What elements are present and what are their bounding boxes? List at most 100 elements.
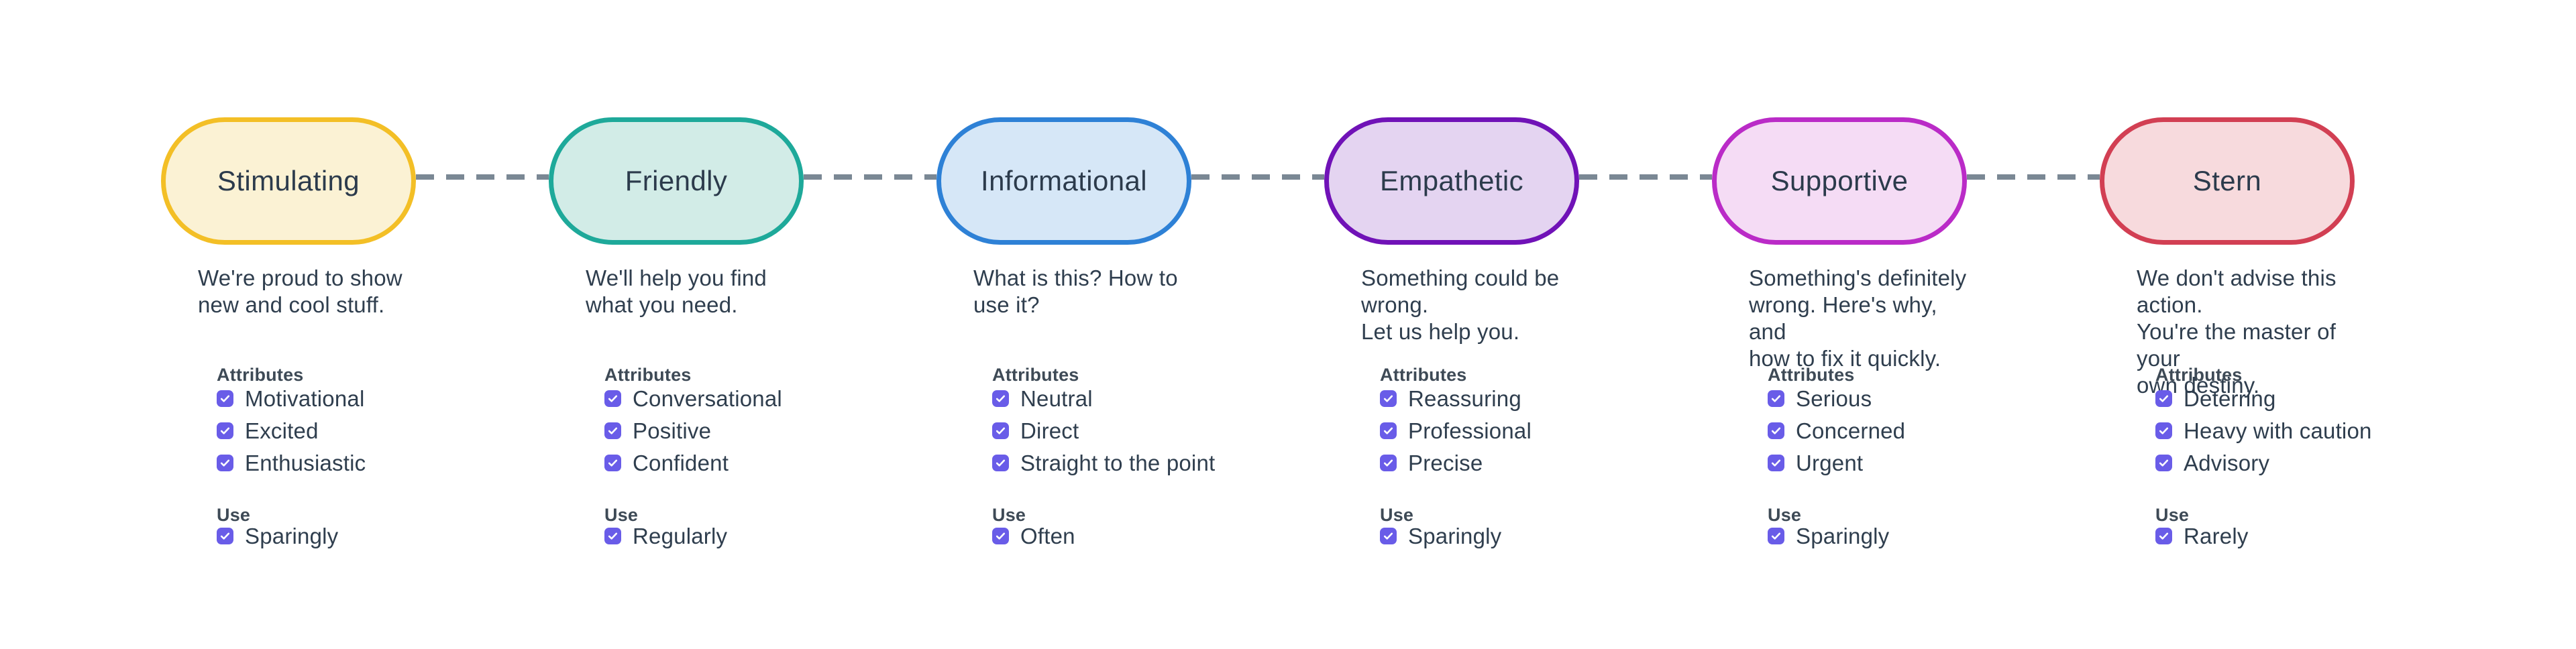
tone-description: We'll help you find what you need. — [586, 266, 767, 317]
attribute-row[interactable]: Confident — [604, 451, 804, 475]
attribute-row[interactable]: Excited — [217, 418, 416, 443]
checkbox-checked-icon[interactable] — [1380, 390, 1397, 407]
attributes-heading: Attributes — [2155, 365, 2243, 385]
use-heading: Use — [1380, 505, 1414, 525]
tone-description: We're proud to show new and cool stuff. — [198, 266, 402, 317]
checkbox-checked-icon[interactable] — [2155, 455, 2172, 471]
checkmark-icon — [1771, 395, 1781, 402]
attribute-row[interactable]: Motivational — [217, 386, 416, 411]
use-row[interactable]: Sparingly — [1768, 524, 1967, 548]
checkmark-icon — [1383, 427, 1393, 434]
tone-pill-label: Supportive — [1770, 165, 1909, 196]
attribute-row[interactable]: Enthusiastic — [217, 451, 416, 475]
checkmark-icon — [608, 532, 618, 540]
checkbox-label: Excited — [245, 418, 319, 443]
checkbox-checked-icon[interactable] — [217, 528, 233, 544]
use-row[interactable]: Sparingly — [1380, 524, 1579, 548]
tone-pill-label: Informational — [981, 165, 1147, 196]
checkmark-icon — [1383, 532, 1393, 540]
use-row[interactable]: Sparingly — [217, 524, 416, 548]
checkbox-checked-icon[interactable] — [992, 455, 1009, 471]
checkbox-label: Urgent — [1796, 450, 1864, 475]
checkbox-checked-icon[interactable] — [1768, 455, 1784, 471]
checkbox-checked-icon[interactable] — [217, 422, 233, 439]
attributes-rows: Reassuring Professional Precise — [1380, 386, 1579, 475]
use-heading: Use — [1768, 505, 1802, 525]
attribute-row[interactable]: Urgent — [1768, 451, 1967, 475]
checkbox-checked-icon[interactable] — [217, 455, 233, 471]
tone-pill: Stern — [2100, 117, 2355, 245]
attribute-row[interactable]: Straight to the point — [992, 451, 1215, 475]
attributes-rows: Serious Concerned Urgent — [1768, 386, 1967, 475]
checkmark-icon — [1383, 459, 1393, 467]
checkbox-label: Precise — [1408, 450, 1483, 475]
checkbox-checked-icon[interactable] — [1380, 422, 1397, 439]
checkbox-checked-icon[interactable] — [992, 422, 1009, 439]
checkbox-label: Sparingly — [245, 523, 339, 548]
checkbox-label: Regularly — [633, 523, 728, 548]
attribute-row[interactable]: Positive — [604, 418, 804, 443]
checkbox-label: Direct — [1020, 418, 1079, 443]
tone-column: Friendly We'll help you find what you ne… — [549, 117, 936, 548]
checkbox-label: Concerned — [1796, 418, 1906, 443]
connector-line — [1967, 174, 2100, 180]
checkbox-checked-icon[interactable] — [1380, 455, 1397, 471]
checkbox-checked-icon[interactable] — [2155, 390, 2172, 407]
checkmark-icon — [608, 395, 618, 402]
checkmark-icon — [220, 395, 230, 402]
checkmark-icon — [220, 427, 230, 434]
checkbox-checked-icon[interactable] — [992, 528, 1009, 544]
checkbox-checked-icon[interactable] — [2155, 528, 2172, 544]
checkbox-checked-icon[interactable] — [604, 455, 621, 471]
attribute-row[interactable]: Serious — [1768, 386, 1967, 411]
attributes-heading: Attributes — [1380, 365, 1467, 385]
checkbox-label: Neutral — [1020, 386, 1093, 411]
checkbox-checked-icon[interactable] — [992, 390, 1009, 407]
attribute-row[interactable]: Precise — [1380, 451, 1579, 475]
use-heading: Use — [604, 505, 639, 525]
checkbox-checked-icon[interactable] — [1380, 528, 1397, 544]
use-row[interactable]: Rarely — [2155, 524, 2355, 548]
checkmark-icon — [608, 459, 618, 467]
checkbox-label: Sparingly — [1796, 523, 1890, 548]
checkmark-icon — [2159, 395, 2169, 402]
checkbox-label: Serious — [1796, 386, 1872, 411]
attribute-row[interactable]: Reassuring — [1380, 386, 1579, 411]
attribute-row[interactable]: Deterring — [2155, 386, 2355, 411]
attribute-row[interactable]: Heavy with caution — [2155, 418, 2371, 443]
tone-column: Empathetic Something could be wrong. Let… — [1324, 117, 1712, 548]
checkbox-checked-icon[interactable] — [604, 390, 621, 407]
checkmark-icon — [996, 427, 1006, 434]
checkbox-checked-icon[interactable] — [1768, 528, 1784, 544]
checkbox-label: Positive — [633, 418, 712, 443]
tone-pill-label: Friendly — [625, 165, 728, 196]
checkbox-checked-icon[interactable] — [1768, 390, 1784, 407]
attribute-row[interactable]: Concerned — [1768, 418, 1967, 443]
tone-description: We don't advise this action. You're the … — [2137, 266, 2337, 398]
use-rows: Sparingly — [1768, 524, 1967, 548]
checkbox-label: Confident — [633, 450, 729, 475]
checkbox-label: Advisory — [2184, 450, 2270, 475]
checkmark-icon — [220, 532, 230, 540]
attribute-row[interactable]: Neutral — [992, 386, 1191, 411]
checkbox-checked-icon[interactable] — [604, 528, 621, 544]
checkbox-checked-icon[interactable] — [1768, 422, 1784, 439]
checkbox-checked-icon[interactable] — [2155, 422, 2172, 439]
use-row[interactable]: Often — [992, 524, 1191, 548]
attribute-row[interactable]: Professional — [1380, 418, 1579, 443]
use-row[interactable]: Regularly — [604, 524, 804, 548]
tone-pill-label: Empathetic — [1379, 165, 1524, 196]
tone-description: What is this? How to use it? — [973, 266, 1178, 317]
attribute-row[interactable]: Direct — [992, 418, 1191, 443]
attribute-row[interactable]: Conversational — [604, 386, 804, 411]
attributes-rows: Motivational Excited Enthusiastic — [217, 386, 416, 475]
tone-description: Something could be wrong. Let us help yo… — [1361, 266, 1560, 344]
checkbox-label: Heavy with caution — [2184, 418, 2372, 443]
checkmark-icon — [1771, 459, 1781, 467]
attribute-row[interactable]: Advisory — [2155, 451, 2355, 475]
checkmark-icon — [2159, 532, 2169, 540]
checkbox-checked-icon[interactable] — [604, 422, 621, 439]
checkbox-checked-icon[interactable] — [217, 390, 233, 407]
checkbox-label: Motivational — [245, 386, 365, 411]
checkbox-label: Rarely — [2184, 523, 2249, 548]
